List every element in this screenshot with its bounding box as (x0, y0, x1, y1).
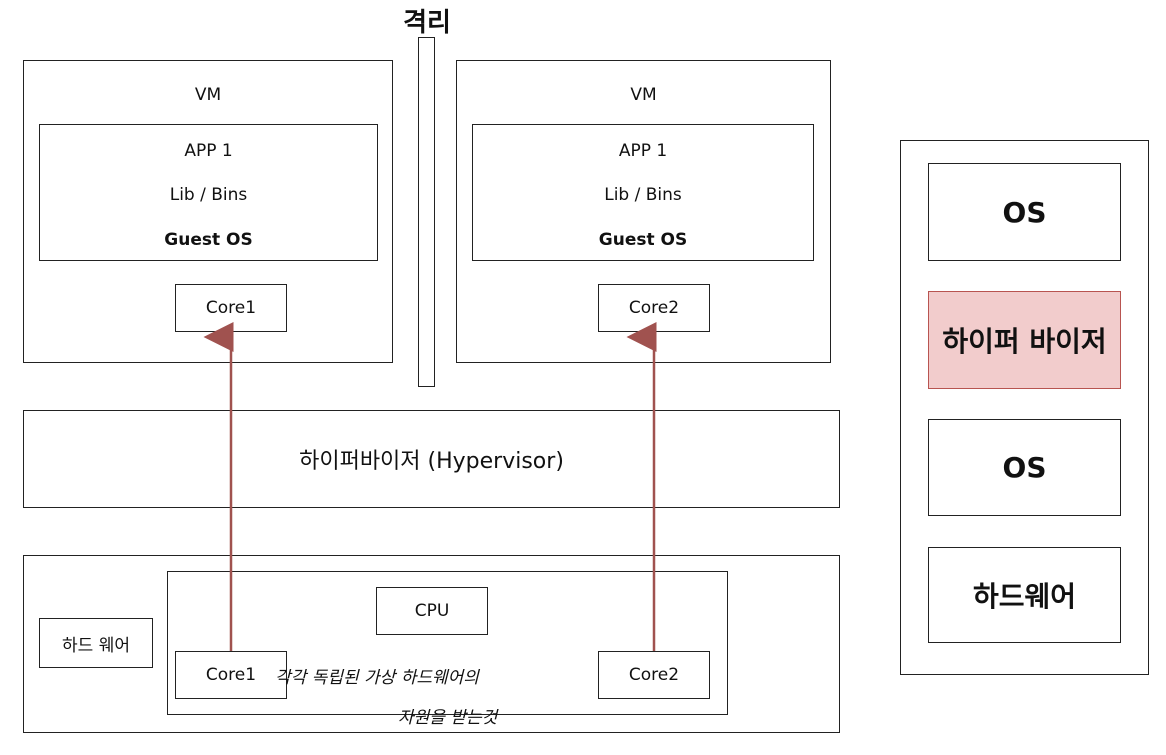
stack-os-middle: OS (928, 419, 1121, 516)
isolation-label: 격리 (403, 8, 451, 38)
vm-left-app: APP 1 (184, 141, 233, 161)
vm-right-app: APP 1 (618, 141, 668, 161)
vm-left-guest-stack: APP 1 Lib / Bins Guest OS (39, 124, 378, 261)
hardware-label: 하드 웨어 (39, 618, 153, 668)
vm-left-lib: Lib / Bins (169, 185, 248, 205)
stack-os-top: OS (928, 163, 1121, 261)
vm-left-guest-os: Guest OS (164, 230, 253, 250)
isolation-bar (418, 37, 435, 387)
cpu-box: CPU (376, 587, 488, 635)
stack-hypervisor: 하이퍼 바이저 (928, 291, 1121, 389)
vm-right-lib: Lib / Bins (604, 185, 682, 205)
annotation-line1: 각각 독립된 가상 하드웨어의 (275, 668, 479, 688)
hypervisor-box: 하이퍼바이저 (Hypervisor) (23, 410, 840, 508)
vm-right-guest-stack: APP 1 Lib / Bins Guest OS (472, 124, 814, 261)
stack-hardware: 하드웨어 (928, 547, 1121, 643)
hardware-core-left: Core1 (175, 651, 287, 699)
annotation-line2: 자원을 받는것 (398, 708, 498, 728)
vm-right-title: VM (630, 85, 657, 105)
hardware-core-right: Core2 (598, 651, 710, 699)
vm-right-guest-os: Guest OS (598, 230, 688, 250)
vm-left-title: VM (194, 85, 222, 105)
